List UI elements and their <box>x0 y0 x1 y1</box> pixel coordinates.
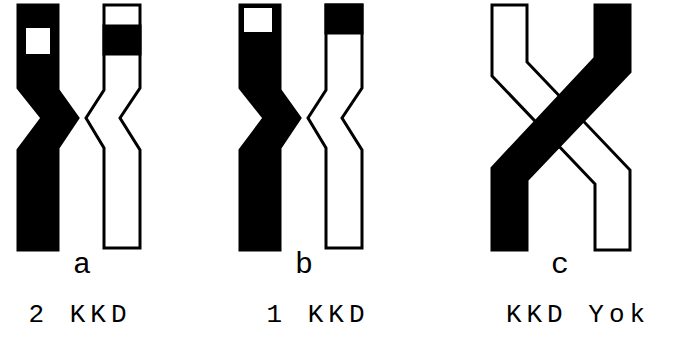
chromatid <box>18 5 78 250</box>
exchanged-segment <box>326 5 362 33</box>
chromatid <box>492 5 630 250</box>
chromatid <box>308 5 362 248</box>
crossover-count: KKD Yok <box>506 302 650 328</box>
chromatid <box>492 5 630 250</box>
exchanged-segment <box>244 8 272 32</box>
chromatid <box>86 5 140 248</box>
crossover-count: 1 KKD <box>266 302 369 328</box>
crossover-count: 2 KKD <box>28 302 131 328</box>
panel-letter: c <box>551 250 569 280</box>
exchanged-segment <box>104 26 140 54</box>
panel-letter: b <box>295 250 313 280</box>
panel-letter: a <box>73 250 91 280</box>
exchanged-segment <box>26 28 50 54</box>
chromatid <box>240 5 300 250</box>
